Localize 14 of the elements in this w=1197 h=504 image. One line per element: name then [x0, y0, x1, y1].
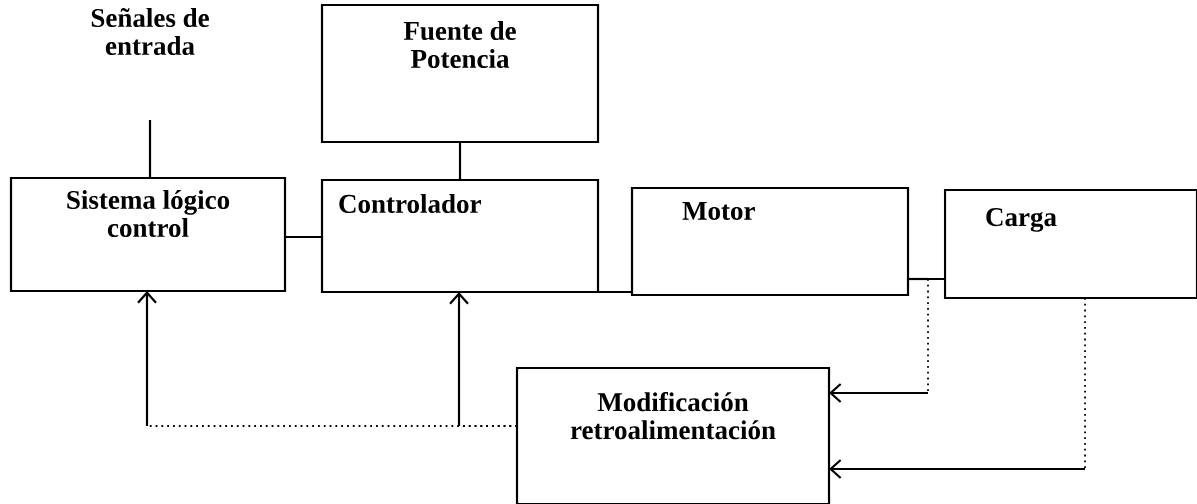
connector-line [598, 290, 632, 294]
process-box: Controlador [320, 178, 600, 294]
connector-line [285, 235, 322, 239]
feedback-arrow [137, 291, 518, 427]
feedback-arrow [829, 297, 1086, 479]
process-box: Motor [630, 186, 910, 297]
process-box: Carga [943, 188, 1197, 300]
process-box: Fuente de Potencia [320, 3, 600, 144]
feedback-arrow [829, 277, 929, 403]
process-box: Modificación retroalimentación [515, 366, 831, 504]
process-box: Sistema lógico control [9, 176, 287, 293]
connector-line [148, 120, 152, 178]
connector-line [458, 142, 462, 180]
input-label: Señales de entrada [91, 8, 209, 56]
